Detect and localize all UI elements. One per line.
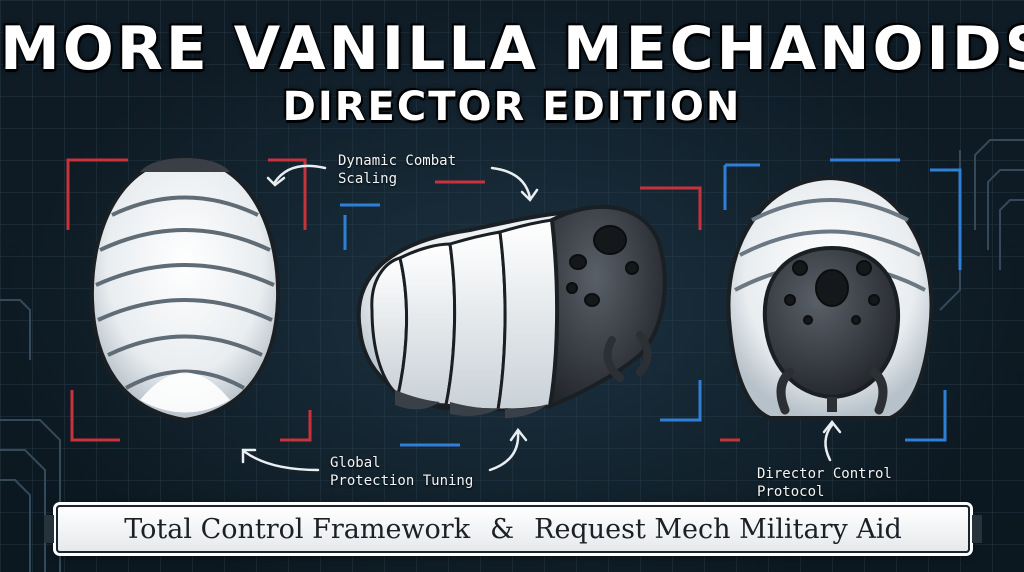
banner-right-cap [972, 515, 982, 543]
callout-line: Dynamic Combat [338, 153, 457, 169]
callout-global-protection-tuning: Global Protection Tuning [330, 454, 490, 490]
callout-line: Protocol [757, 484, 825, 500]
callout-line: Global [330, 455, 381, 471]
frame-accents [66, 158, 962, 447]
callout-arrows [241, 164, 842, 472]
mech-side-view [356, 204, 667, 418]
feature-banner: Total Control Framework & Request Mech M… [44, 505, 982, 553]
banner-right-text: Request Mech Military Aid [534, 513, 902, 545]
title-main: MORE VANILLA MECHANOIDS [0, 14, 1024, 84]
callout-line: Director Control [757, 466, 892, 482]
banner-left-cap [44, 515, 54, 543]
callout-line: Scaling [338, 171, 398, 187]
mech-front-view [726, 175, 934, 420]
callout-dynamic-combat-scaling: Dynamic Combat Scaling [338, 152, 488, 188]
banner-left-text: Total Control Framework [124, 513, 471, 545]
title-subtitle: DIRECTOR EDITION [282, 84, 742, 130]
callout-line: Protection Tuning [330, 473, 474, 489]
callout-director-control-protocol: Director Control Protocol [757, 465, 917, 501]
banner-connector: & [490, 513, 515, 545]
mech-top-view [89, 155, 281, 423]
